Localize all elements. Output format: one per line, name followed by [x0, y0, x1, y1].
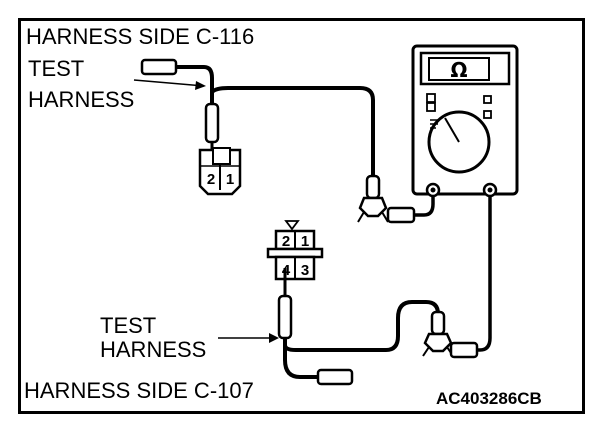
figure-code: AC403286CB [436, 389, 542, 408]
connector-c116: 2 1 [198, 147, 242, 196]
meter-button-icon [483, 95, 492, 104]
diagram-frame [18, 18, 585, 414]
test-harness-bottom-label-line2: HARNESS [100, 337, 207, 362]
meter-button-icon [426, 93, 436, 103]
test-harness-top-label-line2: HARNESS [28, 87, 135, 112]
c116-pin-2: 2 [207, 171, 215, 188]
meter-lead-lower [422, 196, 492, 359]
harness-side-c116-label: HARNESS SIDE C-116 [26, 24, 255, 49]
c116-pin-1: 1 [226, 171, 234, 188]
c107-pin-2: 2 [282, 233, 290, 250]
test-harness-upper [133, 58, 375, 176]
harness-side-c107-label: HARNESS SIDE C-107 [24, 378, 254, 403]
ohm-symbol: Ω [450, 58, 467, 82]
connector-c107: 2 1 4 3 [266, 220, 324, 281]
ohmmeter: Ω [411, 44, 519, 198]
meter-button-icon [426, 102, 436, 112]
meter-button-icon [483, 110, 492, 119]
test-harness-bottom-label-line1: TEST [100, 313, 157, 338]
meter-lead-upper [357, 174, 435, 224]
test-harness-top-label-line1: TEST [28, 56, 85, 81]
c107-pin-1: 1 [301, 233, 309, 250]
c107-pin-3: 3 [301, 262, 309, 279]
test-harness-lower [218, 268, 440, 386]
